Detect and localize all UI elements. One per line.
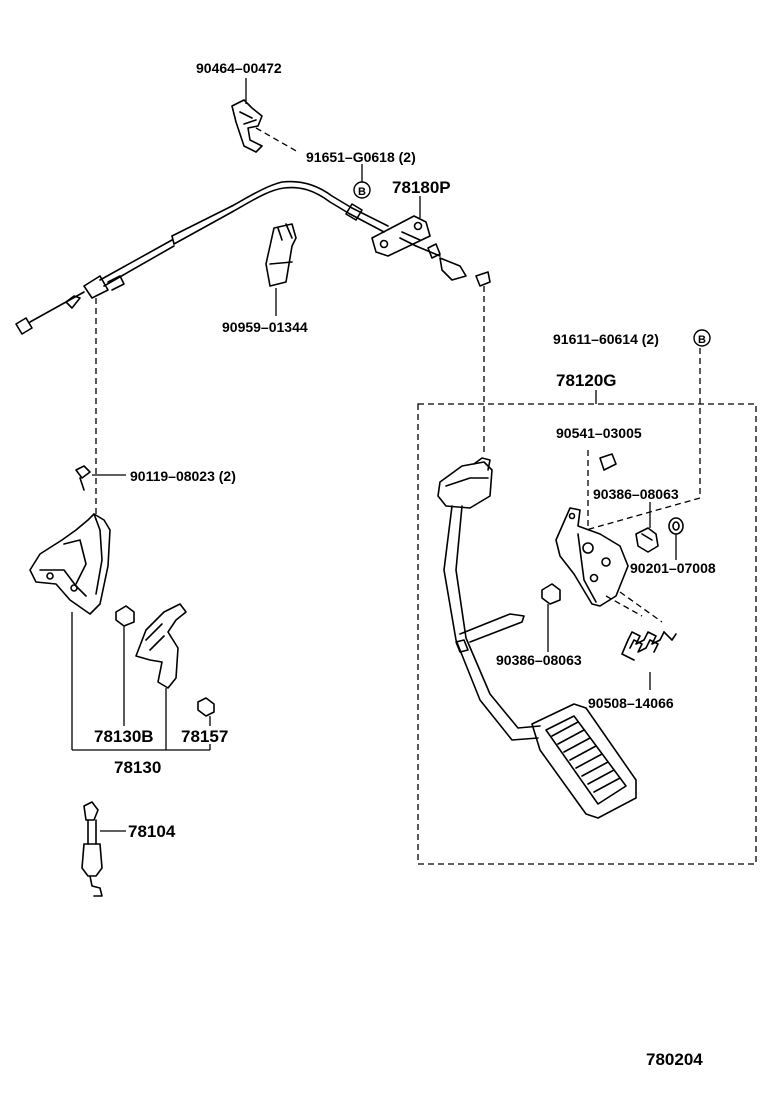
lever-arm-part — [135, 603, 187, 689]
marker-b-right — [693, 329, 711, 347]
pedal-bracket-78130B — [29, 513, 111, 615]
label-90201-07008: 90201–07008 — [630, 560, 716, 576]
label-90464-00472: 90464–00472 — [196, 60, 282, 76]
label-91651-g0618: 91651–G0618 (2) — [306, 149, 416, 165]
label-90959-01344: 90959–01344 — [222, 319, 308, 335]
washer-90201 — [668, 517, 684, 535]
label-78104: 78104 — [128, 822, 176, 841]
protector-part-90959 — [265, 223, 297, 287]
label-78120g: 78120G — [556, 371, 617, 390]
stopper-78157 — [197, 697, 215, 717]
bushing-90386-lower — [541, 583, 561, 605]
label-78157: 78157 — [181, 727, 228, 746]
dash-90464-to-91651 — [255, 127, 299, 153]
figure-number: 780204 — [646, 1050, 703, 1069]
pedal-bracket — [555, 507, 629, 607]
label-91611-60614: 91611–60614 (2) — [553, 331, 659, 347]
screw-90541 — [599, 453, 617, 471]
accelerator-pedal-lever — [437, 457, 541, 741]
label-90541-03005: 90541–03005 — [556, 425, 642, 441]
assembly-bracket-lines — [71, 612, 211, 751]
return-spring-90508 — [621, 631, 677, 661]
label-90508-14066: 90508–14066 — [588, 695, 674, 711]
label-90386-08063-upper: 90386–08063 — [593, 486, 679, 502]
pedal-pad — [531, 703, 637, 819]
bolt-90119 — [75, 465, 91, 491]
marker-b-upper-text: B — [358, 186, 366, 198]
label-78130b: 78130B — [94, 727, 154, 746]
bushing-90386-upper — [635, 527, 659, 553]
clip-part-90464 — [231, 99, 263, 153]
label-90386-08063-lower: 90386–08063 — [496, 652, 582, 668]
label-78180p: 78180P — [392, 178, 451, 197]
pedal-assembly-box — [417, 403, 757, 865]
bushing-part — [115, 605, 135, 627]
throttle-cable — [15, 180, 389, 335]
marker-b-right-text: B — [698, 334, 706, 346]
cable-bracket-78180P — [371, 215, 431, 257]
dash-spring-side — [619, 591, 663, 623]
link-rod-78104 — [81, 801, 103, 897]
label-78130: 78130 — [114, 758, 161, 777]
label-90119-08023: 90119–08023 (2) — [130, 468, 236, 484]
dash-bracket-to-spring — [605, 595, 643, 617]
marker-b-upper — [353, 181, 371, 199]
cable-end-fitting — [415, 243, 491, 287]
